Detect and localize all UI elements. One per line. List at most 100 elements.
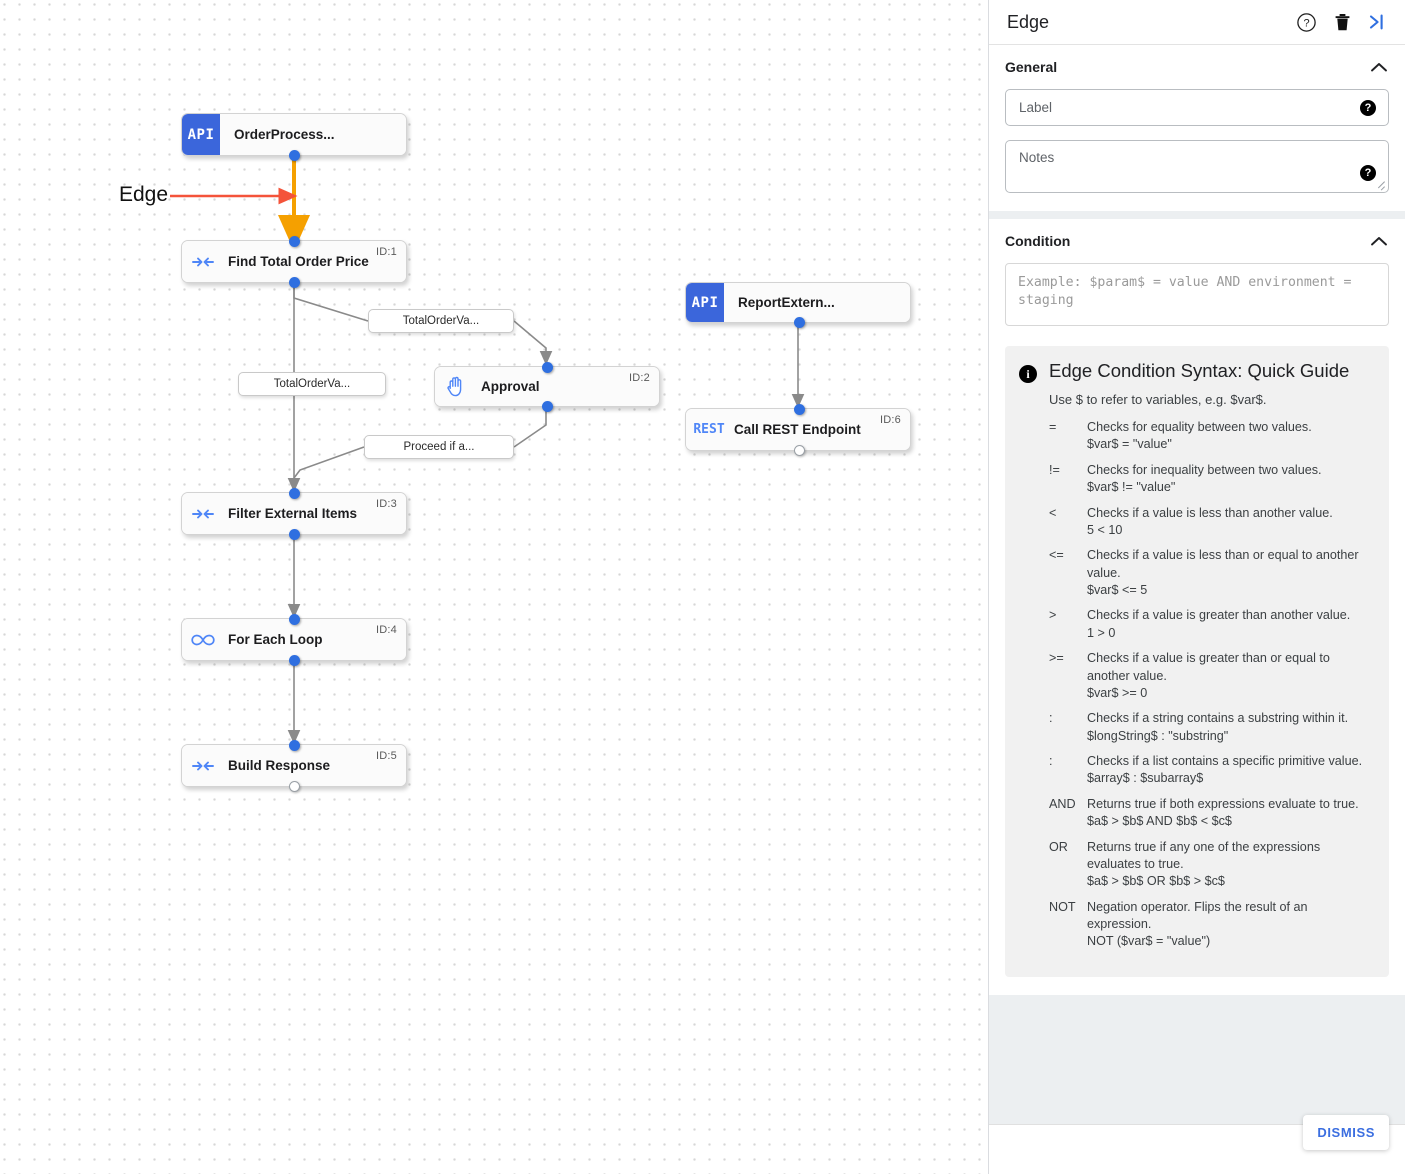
- node-output-port[interactable]: [288, 149, 300, 161]
- operator-description: Checks if a value is less than another v…: [1087, 505, 1373, 540]
- condition-syntax-guide: i Edge Condition Syntax: Quick Guide Use…: [1005, 346, 1389, 977]
- chevron-up-icon[interactable]: [1369, 61, 1389, 74]
- operator-description: Checks for equality between two values.$…: [1087, 419, 1373, 454]
- node-id-label: ID:6: [880, 414, 901, 426]
- node-output-port[interactable]: [288, 654, 300, 666]
- operator-key: !=: [1049, 462, 1060, 477]
- condition-input[interactable]: Example: $param$ = value AND environment…: [1005, 263, 1389, 326]
- operator-row: >= Checks if a value is greater than or e…: [1049, 650, 1373, 702]
- notes-field[interactable]: Notes ?: [1005, 140, 1389, 193]
- operator-key: :: [1049, 711, 1053, 726]
- operator-row: =Checks for equality between two values.…: [1049, 419, 1373, 454]
- node-id-label: ID:3: [376, 498, 397, 510]
- flow-node-call-rest-endpoint[interactable]: REST Call REST Endpoint ID:6: [685, 403, 911, 456]
- operator-description: Checks if a value is greater than or equ…: [1087, 650, 1373, 702]
- edge-annotation-label: Edge: [119, 183, 169, 206]
- operator-key: OR: [1049, 839, 1068, 854]
- node-output-port[interactable]: [288, 528, 300, 540]
- flow-node-build-response[interactable]: Build Response ID:5: [181, 739, 407, 792]
- label-help-icon[interactable]: ?: [1360, 99, 1376, 116]
- operator-key: NOT: [1049, 899, 1076, 914]
- edge-label-chip[interactable]: TotalOrderVa...: [238, 372, 386, 396]
- operator-example: 5 < 10: [1087, 522, 1123, 537]
- operator-example: $var$ != "value": [1087, 480, 1176, 495]
- notes-field-placeholder: Notes: [1019, 150, 1055, 165]
- operator-row: <Checks if a value is less than another …: [1049, 505, 1373, 540]
- merge-arrows-icon: [182, 745, 224, 786]
- node-output-port[interactable]: [793, 316, 805, 328]
- node-label: Call REST Endpoint: [734, 421, 861, 437]
- panel-footer: DISMISS: [989, 1115, 1405, 1174]
- flow-node-for-each-loop[interactable]: For Each Loop ID:4: [181, 613, 407, 666]
- operator-key: :: [1049, 754, 1053, 768]
- node-label: Build Response: [228, 757, 331, 773]
- node-label: Find Total Order Price: [228, 253, 369, 269]
- node-input-port[interactable]: [288, 235, 300, 247]
- node-label: Approval: [481, 378, 540, 394]
- node-output-port[interactable]: [793, 444, 805, 456]
- notes-help-icon[interactable]: ?: [1360, 165, 1376, 181]
- node-input-port[interactable]: [793, 403, 805, 415]
- operator-key: <=: [1049, 548, 1064, 563]
- flow-canvas[interactable]: Edge API OrderProcess... Find Total O: [0, 0, 988, 1174]
- label-field-placeholder: Label: [1019, 100, 1053, 115]
- label-field[interactable]: Label ?: [1005, 89, 1389, 126]
- node-input-port[interactable]: [288, 613, 300, 625]
- general-section: General Label ? Notes ?: [989, 45, 1405, 211]
- node-output-port[interactable]: [541, 400, 553, 412]
- operator-description: Returns true if both expressions evaluat…: [1087, 796, 1373, 831]
- flow-node-reportextern[interactable]: API ReportExtern...: [685, 282, 911, 328]
- collapse-panel-icon[interactable]: [1368, 13, 1389, 31]
- edge-connections: [170, 157, 805, 745]
- node-id-label: ID:1: [376, 246, 397, 258]
- node-input-port[interactable]: [288, 739, 300, 751]
- operator-row: <= Checks if a value is less than or equa…: [1049, 547, 1373, 599]
- flow-node-find-total-order-price[interactable]: Find Total Order Price ID:1: [181, 235, 407, 288]
- operator-example: $a$ > $b$ AND $b$ < $c$: [1087, 814, 1232, 829]
- help-icon[interactable]: ?: [1296, 12, 1317, 33]
- node-input-port[interactable]: [288, 487, 300, 499]
- operator-example: $var$ <= 5: [1087, 583, 1148, 597]
- node-output-port[interactable]: [288, 276, 300, 288]
- node-id-label: ID:2: [629, 372, 650, 384]
- chevron-up-icon[interactable]: [1369, 235, 1389, 248]
- resize-handle-icon[interactable]: [1376, 181, 1385, 190]
- node-label: For Each Loop: [228, 631, 323, 647]
- node-output-port[interactable]: [288, 780, 300, 792]
- merge-arrows-icon: [182, 493, 224, 534]
- operator-row: >Checks if a value is greater than anoth…: [1049, 607, 1373, 642]
- general-section-title: General: [1005, 59, 1058, 75]
- guide-subtitle: Use $ to refer to variables, e.g. $var$.: [1049, 392, 1267, 407]
- flow-node-approval[interactable]: Approval ID:2: [434, 361, 660, 412]
- flow-node-orderprocess[interactable]: API OrderProcess...: [181, 113, 407, 161]
- operator-key: >=: [1049, 651, 1064, 666]
- condition-section: Condition Example: $param$ = value AND e…: [989, 219, 1405, 995]
- node-id-label: ID:4: [376, 624, 397, 636]
- info-icon: i: [1019, 365, 1037, 383]
- svg-text:?: ?: [1303, 17, 1309, 29]
- operator-description: Checks if a string contains a substring …: [1087, 710, 1373, 745]
- node-label: ReportExtern...: [738, 294, 835, 310]
- guide-title: Edge Condition Syntax: Quick Guide: [1049, 360, 1350, 381]
- edge-label-chip[interactable]: Proceed if a...: [364, 435, 514, 459]
- node-input-port[interactable]: [541, 361, 553, 373]
- operator-description: Checks if a value is less than or equal …: [1087, 547, 1373, 599]
- edge-label-chip[interactable]: TotalOrderVa...: [368, 309, 514, 333]
- operator-row: !=Checks for inequality between two valu…: [1049, 462, 1373, 497]
- node-id-label: ID:5: [376, 750, 397, 762]
- delete-icon[interactable]: [1333, 12, 1352, 32]
- operator-example: NOT ($var$ = "value"): [1087, 934, 1211, 949]
- merge-arrows-icon: [182, 241, 224, 282]
- dismiss-button[interactable]: DISMISS: [1303, 1115, 1389, 1150]
- operator-example: $array$ : $subarray$: [1087, 771, 1204, 786]
- operator-row: NOT Negation operator. Flips the result o…: [1049, 899, 1373, 951]
- node-label: OrderProcess...: [234, 126, 335, 142]
- operator-row: : Checks if a string contains a substring…: [1049, 710, 1373, 745]
- hand-icon: [435, 367, 477, 406]
- operator-description: Negation operator. Flips the result of a…: [1087, 899, 1373, 951]
- panel-header: Edge ?: [989, 0, 1405, 45]
- flow-node-filter-external-items[interactable]: Filter External Items ID:3: [181, 487, 407, 540]
- api-badge-icon: API: [686, 283, 724, 322]
